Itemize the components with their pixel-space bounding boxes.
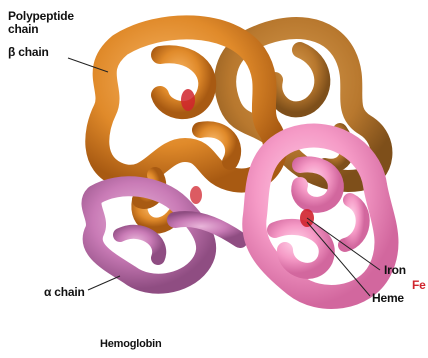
fe-label: Fe xyxy=(412,279,426,292)
iron-label: Iron xyxy=(384,264,406,277)
alpha-chain-label: α chain xyxy=(44,286,85,299)
alpha-chain-leader xyxy=(88,276,120,290)
polypeptide-label-line2: chain xyxy=(8,23,38,36)
alpha-chain-front-subunit xyxy=(254,136,386,297)
heme-group-beta-2 xyxy=(190,186,202,204)
alpha-chain-back-subunit xyxy=(91,186,240,283)
diagram-caption: Hemoglobin xyxy=(100,338,162,351)
heme-group-beta xyxy=(181,89,195,111)
beta-chain-label: β chain xyxy=(8,46,49,59)
heme-label: Heme xyxy=(372,292,404,305)
